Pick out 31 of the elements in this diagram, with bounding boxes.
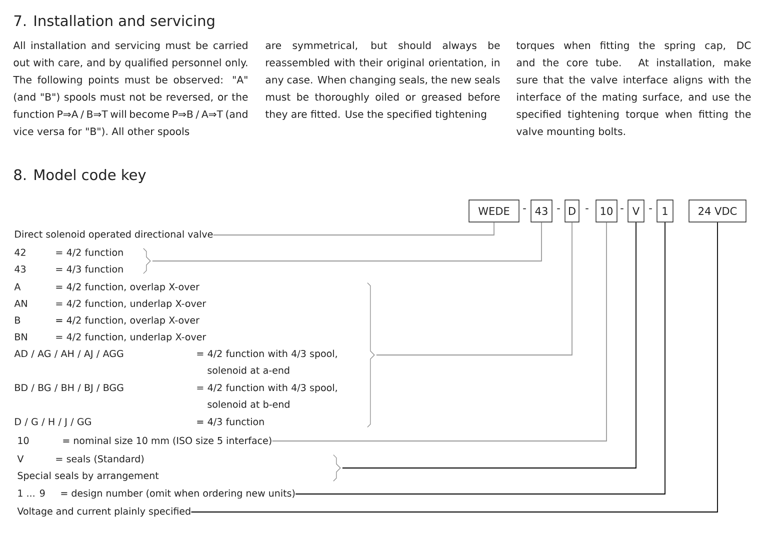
code-box: V xyxy=(628,200,644,222)
leader-line xyxy=(152,222,542,262)
code-box: 24 VDC xyxy=(688,200,746,222)
bracketed-code-list: A = 4/2 function, overlap X-over AN = 4/2 function, underlap X-over B = 4/2 function, overlap X-over BN = 4/2 function, underlap X-over AD / AG / AH / AJ / AGG = 4/2 function with 4/3 spool, solenoid at a-end BD / BG / BH / BJ / BGG = 4/2 function with 4/3 spool, solenoid at b-end D / G / H / J / GG = 4/3 function xyxy=(14,282,375,428)
leader-line xyxy=(190,222,718,512)
code-box: 1 xyxy=(656,200,674,222)
paragraph: All installation and servicing must be carried out with care, and by qualified personnel only. The following points must be observed: "A" (and "B") spools must not be reversed, or the function P⇒A / B⇒T will become P⇒B / A⇒T (and vice versa for "B"). All other spools xyxy=(13,41,248,138)
code-description: 1 ... 9 = design number (omit when ordering new units) xyxy=(18,489,295,499)
leader-line xyxy=(376,222,572,356)
section-heading: 8. Model code key xyxy=(14,168,146,183)
separator-dash: - xyxy=(523,208,526,210)
separator-dash: - xyxy=(620,208,624,210)
bracketed-code-list: V = seals (Standard) Special seals by arrangement xyxy=(17,454,341,482)
separator-dash: - xyxy=(586,208,588,210)
separator-dash: - xyxy=(649,208,652,210)
code-box: D xyxy=(564,200,580,222)
code-description: 10 = nominal size 10 mm (ISO size 5 interface) xyxy=(18,436,272,446)
bracketed-code-list: 42 = 4/2 function 43 = 4/3 function xyxy=(14,248,151,274)
leader-line xyxy=(342,222,636,468)
code-box: WEDE xyxy=(468,200,520,222)
code-description: Direct solenoid operated directional valve xyxy=(15,230,213,240)
code-description: Voltage and current plainly specified xyxy=(17,507,190,517)
separator-dash: - xyxy=(557,208,560,210)
leader-line xyxy=(212,222,494,236)
leader-line xyxy=(295,222,666,494)
code-box: 43 xyxy=(530,200,552,222)
paragraph: are symmetrical, but should always be reassembled with their original orientation, in any case. When changing seals, the new seals must be thoroughly oiled or greased before they are fitted. Use the specified tightening xyxy=(265,41,500,120)
leader-line xyxy=(272,222,607,442)
paragraph: torques when fitting the spring cap, DC and the core tube. At installation, make sure that the valve interface aligns with the interface of the mating surface, and use the specified tightening torque when fitting the valve mounting bolts. xyxy=(516,41,751,138)
section-heading: 7. Installation and servicing xyxy=(14,14,214,29)
code-box: 10 xyxy=(596,200,618,222)
